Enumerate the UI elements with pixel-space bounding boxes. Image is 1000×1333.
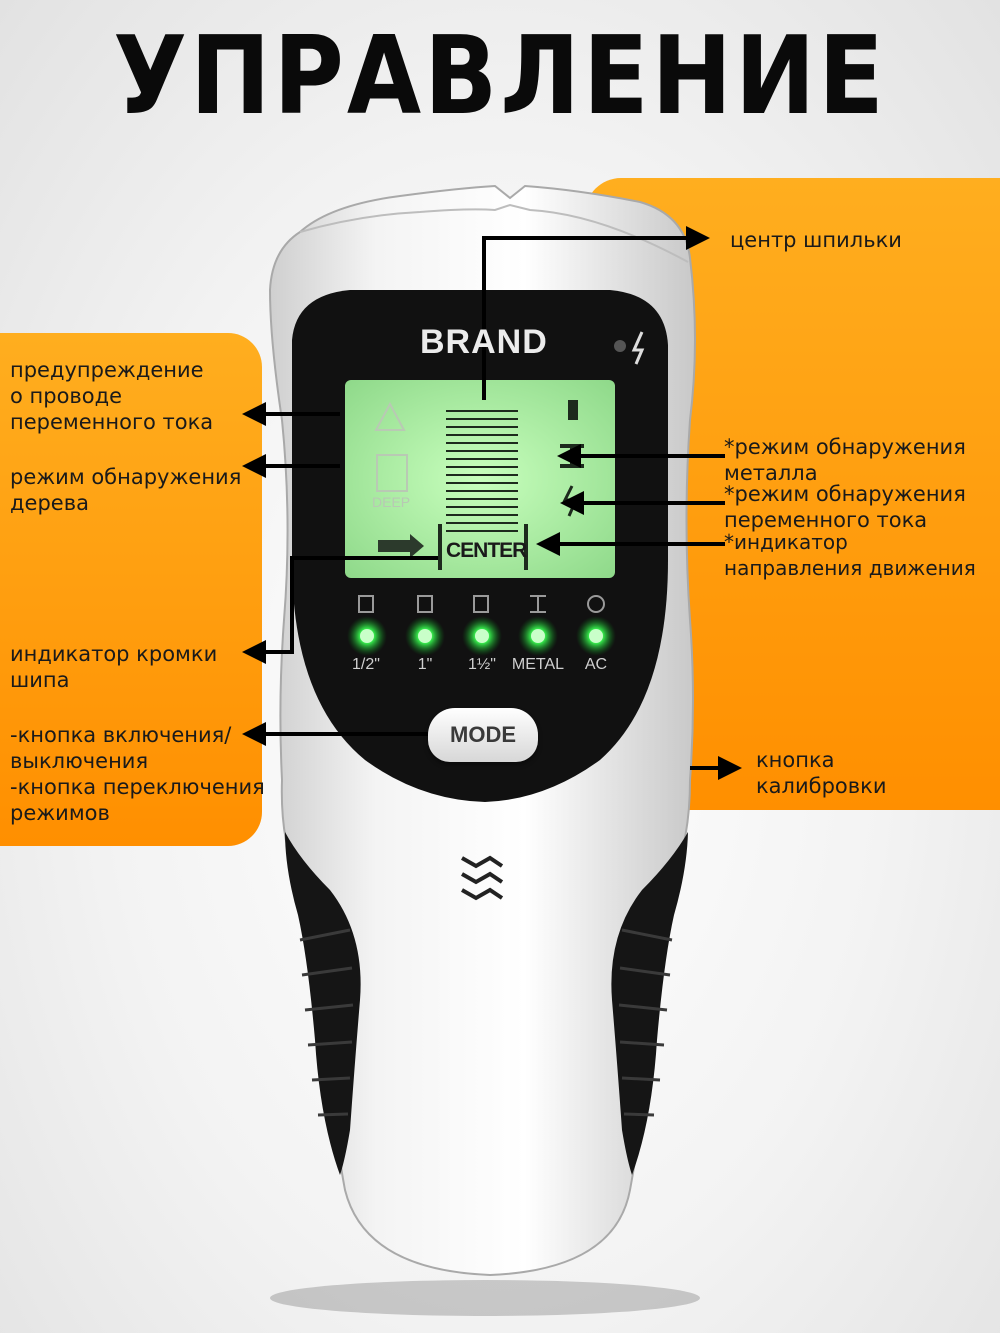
battery-icon xyxy=(568,400,578,420)
arrow-icon xyxy=(560,491,584,515)
arrow-icon xyxy=(718,756,742,780)
arrow-icon xyxy=(242,640,266,664)
grip-ridges xyxy=(299,928,673,1117)
orange-panel-left xyxy=(0,333,262,846)
arrow-icon xyxy=(686,226,710,250)
power-bolt-icon xyxy=(631,331,645,365)
label-metal-mode: *режим обнаружения металла xyxy=(724,435,966,485)
led-icon-3 xyxy=(473,595,489,613)
label-ac-mode: *режим обнаружения переменного тока xyxy=(724,482,966,532)
callout-arrowheads xyxy=(242,226,742,780)
callout-lines xyxy=(262,236,730,770)
led-row xyxy=(347,616,616,656)
led-icon-ac xyxy=(587,595,605,613)
screen-deep-label: DEEP xyxy=(372,494,411,510)
led-label-one: 1" xyxy=(417,656,433,673)
right-grip xyxy=(611,832,688,1175)
led-icon-2 xyxy=(417,595,433,613)
label-ac-warning: предупреждение о проводе переменного ток… xyxy=(10,358,214,434)
lcd-screen xyxy=(345,380,615,578)
arrow-icon xyxy=(242,402,266,426)
arrow-icon xyxy=(557,444,581,468)
led-label-one-half: 1½" xyxy=(468,656,496,673)
arrow-icon xyxy=(242,722,266,746)
ac-warning-icon xyxy=(374,401,406,431)
label-wood-mode: режим обнаружения дерева xyxy=(10,465,242,515)
label-direction-indicator: *индикатор направления движения xyxy=(724,530,976,580)
left-arrow-icon xyxy=(378,534,424,558)
label-calibration: кнопка калибровки xyxy=(756,748,887,798)
status-dot-icon xyxy=(614,340,626,352)
arrow-icon xyxy=(536,532,560,556)
led-label-ac: AC xyxy=(584,656,608,673)
label-stud-center: центр шпильки xyxy=(730,228,902,252)
led-icon-metal xyxy=(530,595,546,613)
wood-deep-icon xyxy=(376,454,408,492)
label-edge-indicator: индикатор кромки шипа xyxy=(10,642,218,692)
device-shadow xyxy=(270,1280,700,1316)
led-label-half: 1/2" xyxy=(352,656,380,673)
label-power-mode-buttons: -кнопка включения/ выключения -кнопка пе… xyxy=(10,723,265,825)
mode-button[interactable]: MODE xyxy=(428,708,538,762)
led-icon-1 xyxy=(358,595,374,613)
page-title: УПРАВЛЕНИЕ xyxy=(113,13,887,139)
screen-bargraph xyxy=(446,410,518,532)
arrow-icon xyxy=(242,454,266,478)
brand-logo: BRAND xyxy=(420,323,548,361)
led-label-metal: METAL xyxy=(511,656,565,673)
speaker-icon xyxy=(461,855,504,901)
left-grip xyxy=(285,832,361,1175)
screen-center-label: CENTER xyxy=(446,539,527,562)
